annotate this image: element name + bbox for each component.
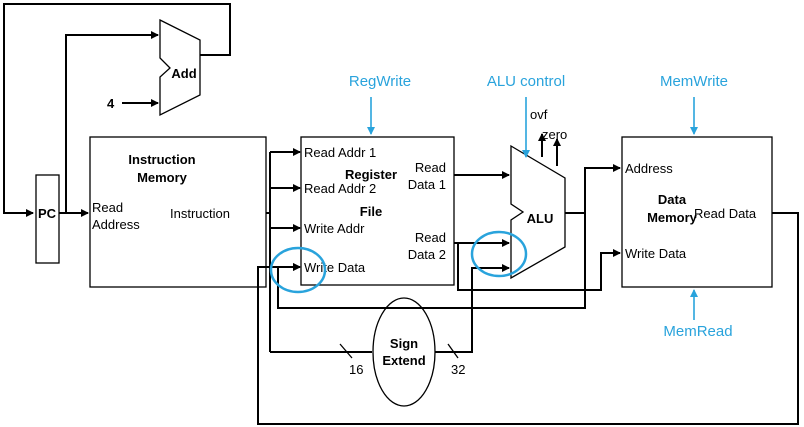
bits-16-label: 16	[349, 362, 363, 377]
alu-ovf-label: ovf	[530, 107, 548, 122]
bits-16-slash	[339, 343, 353, 359]
bits-32-slash	[447, 343, 459, 359]
alucontrol-label: ALU control	[487, 73, 565, 90]
read-data-2-to-mem-wire	[457, 243, 621, 291]
dmem-address-label: Address	[625, 161, 673, 176]
imem-instruction-label: Instruction	[170, 206, 230, 221]
alu-label: ALU	[527, 211, 554, 226]
rf-read-data-2b: Data 2	[408, 247, 446, 262]
bits-32-label: 32	[451, 362, 465, 377]
rf-read-data-1a: Read	[415, 160, 446, 175]
register-file	[300, 136, 455, 286]
dmem-title-2: Memory	[647, 210, 698, 225]
dmem-title-1: Data	[658, 192, 687, 207]
rf-read-addr-1: Read Addr 1	[304, 145, 376, 160]
pc-to-adder-wire	[65, 31, 159, 213]
rf-write-addr: Write Addr	[304, 221, 365, 236]
rf-title-1: Register	[345, 167, 397, 182]
pc-next-wire	[3, 3, 231, 217]
rf-title-2: File	[360, 204, 382, 219]
sign-extend	[372, 297, 436, 407]
imem-read-label: Read	[92, 200, 123, 215]
sign-extend-label-1: Sign	[390, 336, 418, 351]
sign-extend-label-2: Extend	[382, 353, 425, 368]
dmem-read-data-label: Read Data	[694, 206, 757, 221]
rf-write-data: Write Data	[304, 260, 366, 275]
adder-label: Add	[171, 66, 196, 81]
alu-result-wire	[565, 164, 621, 214]
pc-register	[35, 174, 60, 264]
adder-const-4: 4	[107, 96, 115, 111]
imem-address-label: Address	[92, 217, 140, 232]
adder	[159, 18, 201, 117]
instruction-memory	[89, 136, 267, 288]
dmem-write-data-label: Write Data	[625, 246, 687, 261]
rf-read-addr-2: Read Addr 2	[304, 181, 376, 196]
mem-read-data-wire	[257, 212, 799, 425]
memread-label: MemRead	[663, 323, 732, 340]
highlight-alu-inputs	[470, 230, 528, 278]
imem-title-2: Memory	[137, 170, 188, 185]
memwrite-label: MemWrite	[660, 73, 728, 90]
imem-title-1: Instruction	[128, 152, 195, 167]
data-memory	[621, 136, 773, 288]
alu-bypass-wire	[277, 213, 586, 309]
highlight-write-data	[269, 246, 327, 294]
pc-label: PC	[38, 206, 57, 221]
alu-zero-label: zero	[542, 127, 567, 142]
rf-read-data-1b: Data 1	[408, 177, 446, 192]
regwrite-label: RegWrite	[349, 73, 411, 90]
rf-read-data-2a: Read	[415, 230, 446, 245]
